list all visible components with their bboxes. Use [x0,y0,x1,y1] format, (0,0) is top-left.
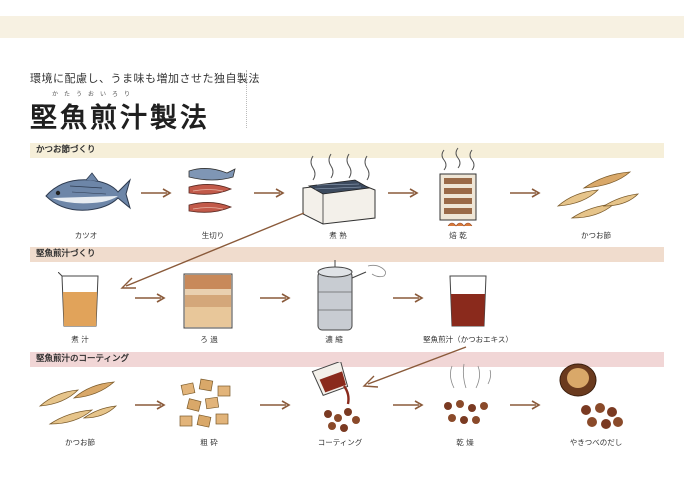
fillet-illustration [188,168,236,213]
arrow-icon [135,293,166,303]
step-label-nijiru: 煮 汁 [71,335,89,344]
filter-layers-illustration [183,273,233,329]
beaker-extract-illustration [449,275,487,327]
arrow-icon [260,293,291,303]
smoking-rack-illustration [439,147,477,227]
dashi-product-illustration [559,363,623,429]
step-label-irori: 堅魚煎汁（かつおエキス） [423,335,513,344]
arrow-icon [388,188,419,198]
boiling-pot-illustration [302,153,376,225]
diagonal-arrow-icon [120,212,305,289]
step-label-sosai: 粗 砕 [200,438,218,447]
step-label-katsuobushi-2: かつお節 [65,438,95,447]
top-band [0,16,684,38]
arrow-icon [135,400,166,410]
drying-illustration [444,363,492,424]
arrow-icon [254,188,285,198]
section-band-coating: 堅魚煎汁のコーティング [30,352,664,367]
step-label-katsuobushi: かつお節 [581,231,611,240]
arrow-icon [510,188,541,198]
step-label-coating: コーティング [317,438,363,447]
concentrator-illustration [317,260,386,331]
step-label-yakitsube: やきつべのだし [569,438,623,447]
title-divider [246,70,247,128]
step-label-roka: ろ 過 [200,335,218,344]
beaker-broth-illustration [58,272,99,327]
coating-pour-illustration [311,362,360,432]
title-ruby: かたうおいろり [52,91,137,98]
arrow-icon [393,293,424,303]
arrow-icon [260,400,291,410]
section-band-irori: 堅魚煎汁づくり [30,247,664,262]
crushed-bonito-illustration [179,378,231,428]
step-label-katsuo: カツオ [74,231,98,240]
page-subtitle: 環境に配慮し、うま味も増加させた独自製法 [30,72,260,85]
diagonal-arrow-icon [362,346,467,388]
arrow-icon [393,400,424,410]
step-label-shajuku: 煮 熟 [329,231,347,240]
katsuobushi-illustration [556,171,640,219]
page-title: 堅魚煎汁製法 [30,103,210,134]
step-label-baikan: 焙 乾 [449,231,467,240]
section-band-katsuobushi: かつお節づくり [30,143,664,158]
arrow-icon [141,188,172,198]
tuna-illustration [45,172,132,211]
arrow-icon [510,400,541,410]
step-label-noshuku: 濃 縮 [325,335,343,344]
step-label-namagiri: 生切り [201,231,225,240]
katsuobushi-illustration [38,381,118,425]
step-label-kanso: 乾 燥 [456,438,474,447]
